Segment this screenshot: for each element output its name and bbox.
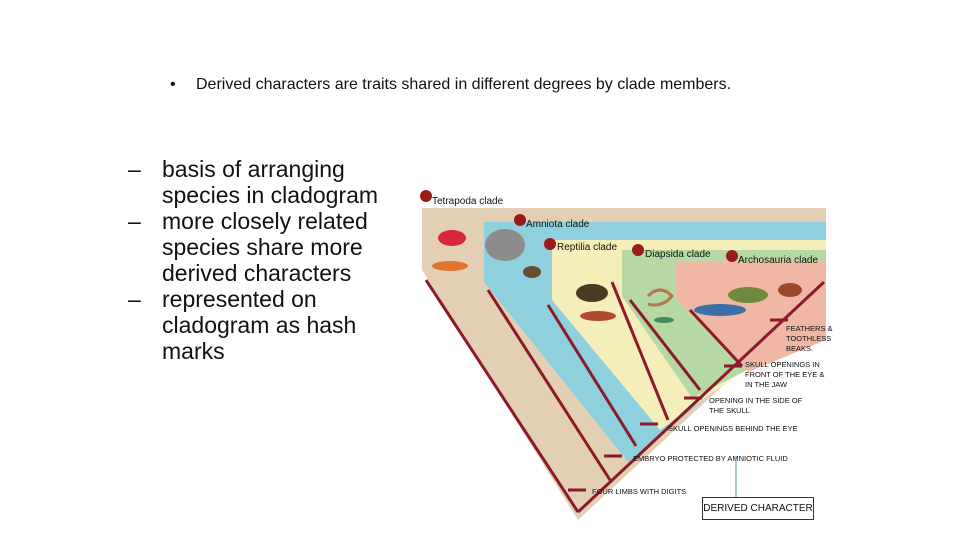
clade-label: Tetrapoda clade (432, 196, 504, 207)
character-label: FOUR LIMBS WITH DIGITS (592, 487, 686, 496)
derived-character-legend: DERIVED CHARACTER (702, 497, 814, 520)
clade-node (514, 214, 526, 226)
character-label: EMBRYO PROTECTED BY AMNIOTIC FLUID (633, 454, 788, 463)
clade-node (632, 244, 644, 256)
character-line: THE SKULL (709, 406, 750, 415)
character-line: IN THE JAW (745, 380, 788, 389)
clade-node (544, 238, 556, 250)
character-line: SKULL OPENINGS IN (745, 360, 820, 369)
clade-node (420, 190, 432, 202)
character-line: FRONT OF THE EYE & (745, 370, 824, 379)
clade-label: Archosauria clade (738, 255, 818, 266)
character-label: FEATHERS & TOOTHLESS BEAKS. (786, 324, 835, 353)
dinosaur-icon (728, 287, 768, 303)
character-label: SKULL OPENINGS IN FRONT OF THE EYE & IN … (745, 360, 826, 389)
lizard-icon (580, 311, 616, 321)
bird-icon (778, 283, 802, 297)
crocodile-icon (694, 304, 746, 316)
character-line: FEATHERS & (786, 324, 833, 333)
character-line: OPENING IN THE SIDE OF (709, 396, 803, 405)
small-lizard-icon (654, 317, 674, 323)
elephant-icon (485, 229, 525, 261)
clade-label: Diapsida clade (645, 249, 711, 260)
salamander-icon (432, 261, 468, 271)
character-label: OPENING IN THE SIDE OF THE SKULL (709, 396, 804, 415)
clade-node (726, 250, 738, 262)
character-line: TOOTHLESS (786, 334, 831, 343)
clade-label: Reptilia clade (557, 242, 617, 253)
character-label: SKULL OPENINGS BEHIND THE EYE (668, 424, 798, 433)
turtle-icon (576, 284, 608, 302)
character-line: BEAKS. (786, 344, 813, 353)
clade-label: Amniota clade (526, 219, 590, 230)
frog-icon (438, 230, 466, 246)
rodent-icon (523, 266, 541, 278)
